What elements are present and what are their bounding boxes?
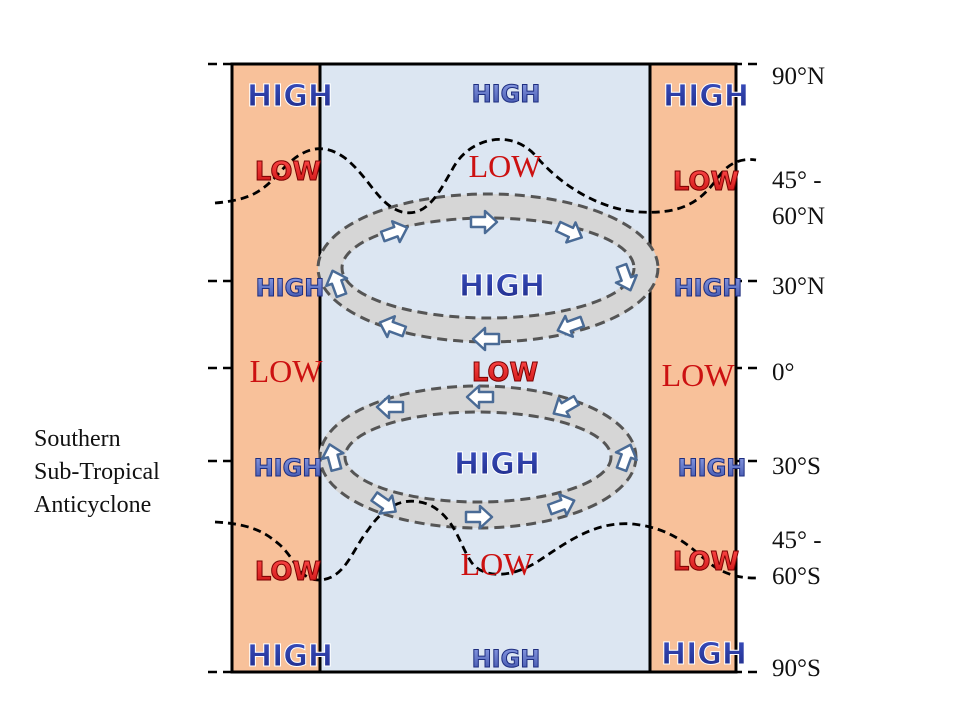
annotation-line-1: Southern xyxy=(34,426,121,452)
high-label-30n-center: HIGH xyxy=(459,269,545,304)
lat-label-45n-line1: 45° - xyxy=(772,167,822,194)
low-label-60s-center: LOW xyxy=(461,546,535,582)
arrow-icon xyxy=(614,262,638,292)
high-label-90s-center: HIGH xyxy=(472,645,541,673)
high-label-30s-right: HIGH xyxy=(678,454,747,482)
left-landmass xyxy=(232,64,320,672)
arrow-icon xyxy=(552,394,581,419)
high-label-30n-left: HIGH xyxy=(256,274,325,302)
arrow-icon xyxy=(471,326,501,352)
arrow-icon xyxy=(464,504,494,530)
circulation-arrows xyxy=(320,209,638,530)
lat-label-30s: 30°S xyxy=(772,453,821,480)
lat-label-90s: 90°S xyxy=(772,655,821,682)
right-landmass xyxy=(650,64,736,672)
low-label-60s-left: LOW xyxy=(255,557,321,587)
high-label-90s-right: HIGH xyxy=(661,637,747,672)
lat-label-45n-line2: 60°N xyxy=(772,203,825,230)
low-label-60s-right: LOW xyxy=(673,547,739,577)
high-label-90n-center: HIGH xyxy=(472,80,541,108)
high-label-30s-left: HIGH xyxy=(254,454,323,482)
high-label-30n-right: HIGH xyxy=(674,274,743,302)
arrow-icon xyxy=(320,443,345,473)
low-label-60n-center: LOW xyxy=(469,148,543,184)
annotation-line-2: Sub-Tropical xyxy=(34,459,160,485)
low-label-equator-center: LOW xyxy=(472,358,538,388)
low-label-equator-right: LOW xyxy=(662,357,736,393)
high-label-90n-left: HIGH xyxy=(247,79,333,114)
arrow-icon xyxy=(469,209,499,235)
low-label-60n-right: LOW xyxy=(673,167,739,197)
lat-label-90n: 90°N xyxy=(772,63,825,90)
southern-front-line xyxy=(214,499,757,582)
arrow-icon xyxy=(614,443,638,473)
arrow-icon xyxy=(325,269,349,299)
high-label-30s-center: HIGH xyxy=(454,447,540,482)
arrow-icon xyxy=(375,394,405,420)
lat-label-equator: 0° xyxy=(772,359,795,386)
high-label-90s-left: HIGH xyxy=(247,639,333,674)
ocean xyxy=(320,64,650,672)
arrow-icon xyxy=(378,315,408,339)
lat-label-45s-line2: 60°S xyxy=(772,563,821,590)
arrow-icon xyxy=(546,493,576,517)
low-label-60n-left: LOW xyxy=(255,157,321,187)
arrow-icon xyxy=(465,384,495,410)
annotation-line-3: Anticyclone xyxy=(34,492,151,518)
high-label-90n-right: HIGH xyxy=(663,79,749,114)
low-label-equator-left: LOW xyxy=(250,353,324,389)
northern-front-line xyxy=(214,138,757,215)
arrow-icon xyxy=(370,491,397,515)
lat-label-45s-line1: 45° - xyxy=(772,527,822,554)
arrow-icon xyxy=(379,220,409,244)
arrow-icon xyxy=(554,220,584,244)
arrow-icon xyxy=(556,314,586,338)
lat-label-30n: 30°N xyxy=(772,273,825,300)
